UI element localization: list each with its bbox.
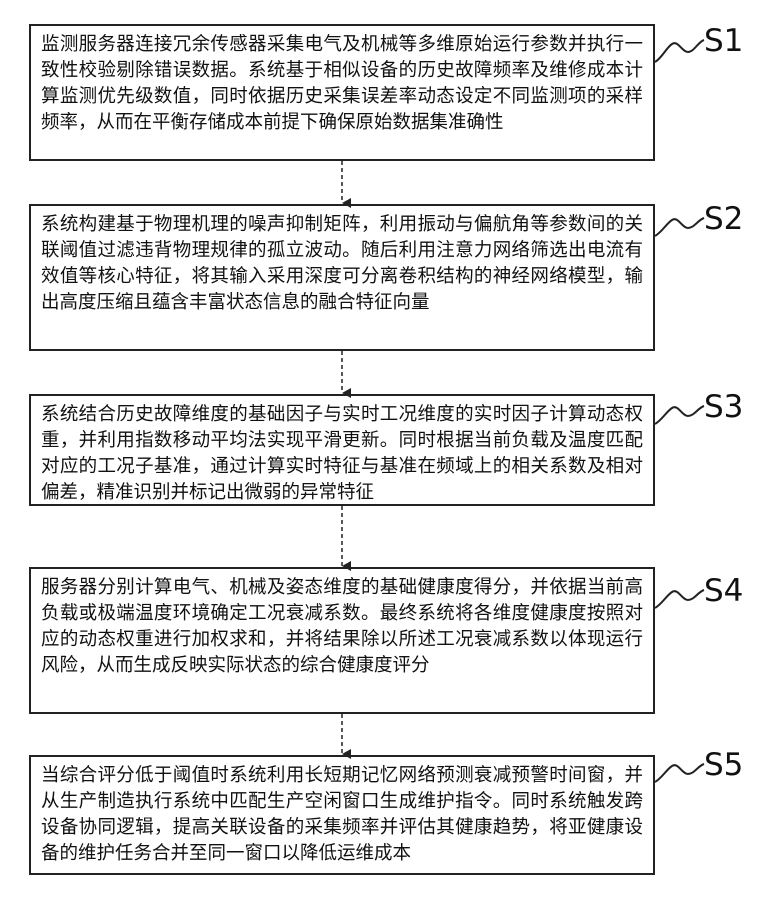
leader-line-s2 xyxy=(655,218,704,236)
step-box-s3: 系统结合历史故障维度的基础因子与实时工况维度的实时因子计算动态权重，并利用指数移… xyxy=(29,394,655,506)
step-box-s1: 监测服务器连接冗余传感器采集电气及机械等多维原始运行参数并执行一致性校验剔除错误… xyxy=(29,24,655,161)
step-text-s5: 当综合评分低于阈值时系统利用长短期记忆网络预测衰减预警时间窗，并从生产制造执行系… xyxy=(41,763,643,867)
step-box-s4: 服务器分别计算电气、机械及姿态维度的基础健康度得分，并依据当前高负载或极端温度环… xyxy=(29,567,655,714)
leader-line-s4 xyxy=(655,590,704,608)
step-text-s4: 服务器分别计算电气、机械及姿态维度的基础健康度得分，并依据当前高负载或极端温度环… xyxy=(41,575,643,679)
leader-line-s3 xyxy=(655,406,704,424)
leader-line-s5 xyxy=(655,764,704,782)
step-text-s3: 系统结合历史故障维度的基础因子与实时工况维度的实时因子计算动态权重，并利用指数移… xyxy=(41,402,643,506)
step-label-s2: S2 xyxy=(704,204,743,235)
step-label-s1: S1 xyxy=(704,26,743,57)
step-label-s3: S3 xyxy=(704,392,743,423)
step-box-s5: 当综合评分低于阈值时系统利用长短期记忆网络预测衰减预警时间窗，并从生产制造执行系… xyxy=(29,755,655,875)
step-text-s1: 监测服务器连接冗余传感器采集电气及机械等多维原始运行参数并执行一致性校验剔除错误… xyxy=(41,32,643,136)
step-text-s2: 系统构建基于物理机理的噪声抑制矩阵，利用振动与偏航角等参数间的关联阈值过滤违背物… xyxy=(41,212,643,316)
step-label-s4: S4 xyxy=(704,576,743,607)
leader-line-s1 xyxy=(655,40,704,62)
step-label-s5: S5 xyxy=(704,750,743,781)
step-box-s2: 系统构建基于物理机理的噪声抑制矩阵，利用振动与偏航角等参数间的关联阈值过滤违背物… xyxy=(29,204,655,351)
